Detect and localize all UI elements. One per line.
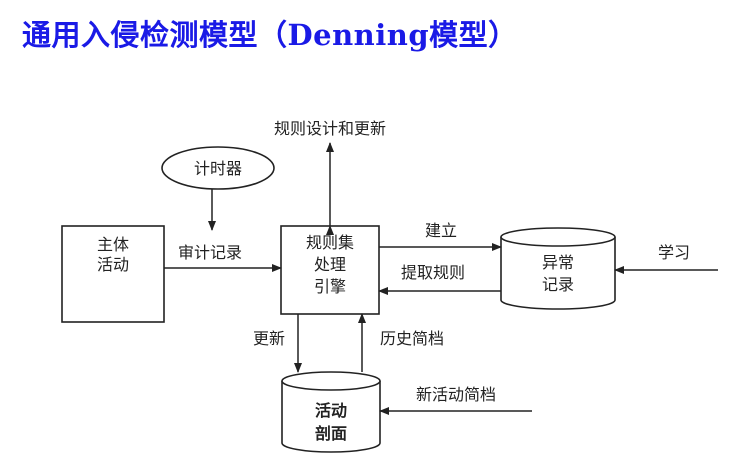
anomaly-label-1: 异常 [542,253,574,272]
page-title: 通用入侵检测模型（Denning模型） [22,18,518,52]
anomaly-label-2: 记录 [542,275,574,294]
timer-label: 计时器 [194,159,242,178]
extract-rules-label: 提取规则 [401,263,465,282]
subject-label-2: 活动 [97,255,129,274]
profile-label-1: 活动 [315,401,347,420]
subject-activity-box [61,225,165,323]
subject-label-1: 主体 [97,235,129,254]
update-label: 更新 [253,329,285,348]
anomaly-record-cylinder [500,227,616,310]
engine-label-1: 规则集 [306,233,354,252]
history-label: 历史简档 [380,329,444,348]
activity-profile-cylinder [281,371,381,453]
profile-label-2: 剖面 [315,424,347,443]
rule-design-label: 规则设计和更新 [274,119,386,138]
timer-node [161,146,275,190]
new-activity-label: 新活动简档 [416,385,496,404]
engine-label-2: 处理 [314,255,346,274]
establish-label: 建立 [425,221,457,240]
learn-label: 学习 [658,243,690,262]
engine-label-3: 引擎 [314,277,346,296]
audit-record-label: 审计记录 [178,243,242,262]
